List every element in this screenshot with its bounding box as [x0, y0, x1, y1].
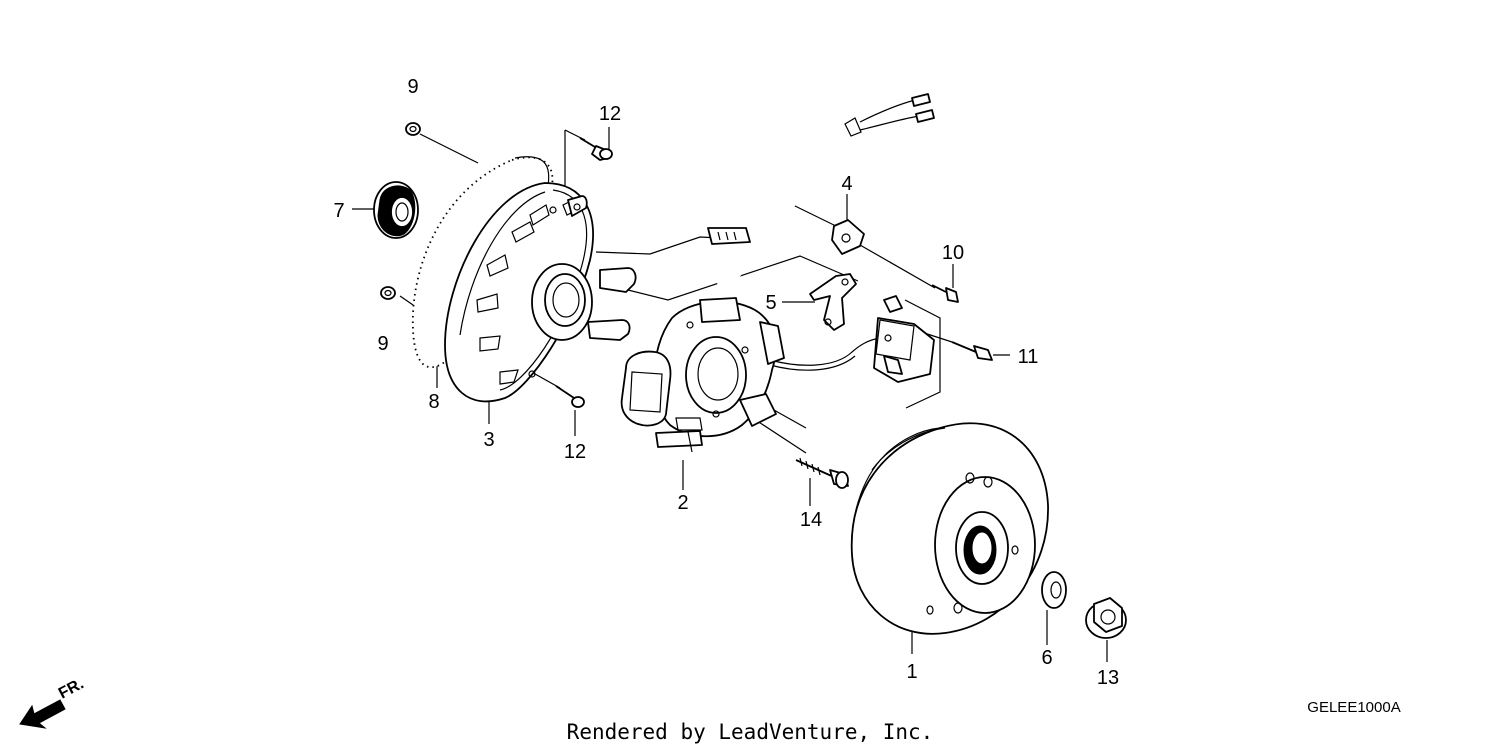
stator-part [620, 297, 785, 453]
label-13: 13 [1097, 667, 1119, 689]
bolt-10 [931, 284, 959, 303]
label-2: 2 [677, 492, 688, 514]
label-7: 7 [333, 200, 344, 222]
wire-clamp-4 [831, 219, 865, 255]
label-9-bottom: 9 [377, 333, 388, 355]
label-8: 8 [428, 391, 439, 413]
wire-harness [707, 93, 935, 371]
bolt-11 [951, 341, 993, 361]
pulser-generator [873, 295, 935, 383]
part-labels: 1 2 3 4 5 6 7 8 9 9 10 11 12 12 13 14 [333, 76, 1119, 689]
label-12-bottom: 12 [564, 441, 586, 463]
flange-nut-13 [1085, 597, 1127, 639]
diagram-code: GELEE1000A [1307, 699, 1400, 716]
label-1: 1 [906, 661, 917, 683]
label-11: 11 [1018, 346, 1039, 368]
oil-seal-part [373, 181, 419, 239]
label-6: 6 [1041, 647, 1052, 669]
bolt-14 [795, 457, 849, 489]
label-4: 4 [841, 173, 852, 195]
front-direction-indicator: FR. [19, 675, 87, 729]
screw-12-bottom [555, 385, 585, 408]
washer-6 [1041, 571, 1067, 609]
label-12-top: 12 [599, 103, 621, 125]
label-10: 10 [942, 242, 964, 264]
wire-clamp-5 [809, 273, 857, 331]
dowel-pin-bottom [380, 286, 396, 300]
leader-lines [352, 127, 1108, 662]
footer-credit: Rendered by LeadVenture, Inc. [567, 720, 934, 744]
label-9-top: 9 [407, 76, 418, 98]
front-arrow-icon [19, 699, 66, 729]
flywheel-part [850, 422, 1049, 635]
screw-12-top [579, 137, 613, 161]
label-5: 5 [765, 292, 776, 314]
front-label: FR. [56, 675, 87, 702]
label-3: 3 [483, 429, 494, 451]
left-cover-part [444, 182, 637, 403]
label-14: 14 [800, 509, 822, 531]
dowel-pin-top [405, 122, 421, 136]
